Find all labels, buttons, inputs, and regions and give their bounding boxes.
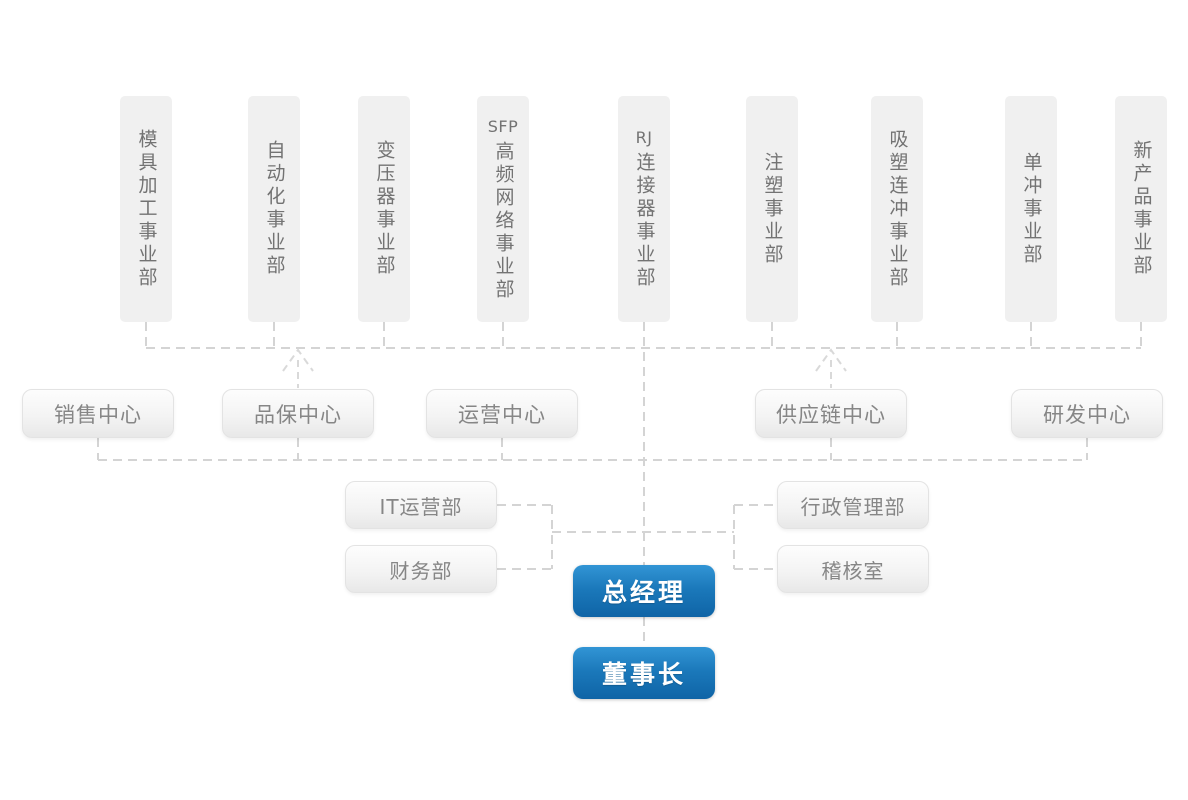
unit-label: 新产品事业部 — [1130, 140, 1153, 278]
dept-finance: 财务部 — [345, 545, 497, 593]
unit-label: 注塑事业部 — [761, 151, 784, 267]
unit-automation: 自动化事业部 — [248, 96, 300, 322]
unit-label: 自动化事业部 — [263, 140, 286, 278]
center-label: 销售中心 — [54, 402, 142, 427]
dept-label: 稽核室 — [821, 558, 885, 583]
unit-label: 连接器事业部 — [633, 152, 656, 290]
center-label: 研发中心 — [1043, 402, 1131, 427]
center-quality: 品保中心 — [222, 389, 374, 438]
unit-label: 变压器事业部 — [373, 140, 396, 278]
dept-label: IT运营部 — [379, 494, 463, 519]
center-operations: 运营中心 — [426, 389, 578, 438]
unit-single-punch: 单冲事业部 — [1005, 96, 1057, 322]
center-supply-chain: 供应链中心 — [755, 389, 907, 438]
center-rnd: 研发中心 — [1011, 389, 1163, 438]
dept-audit: 稽核室 — [777, 545, 929, 593]
up-arrow-supply-chain — [815, 348, 847, 388]
unit-label: 高频网络事业部 — [492, 140, 515, 302]
center-label: 品保中心 — [254, 402, 342, 427]
dept-label: 行政管理部 — [800, 494, 906, 519]
unit-label: 单冲事业部 — [1020, 151, 1043, 267]
unit-transformer: 变压器事业部 — [358, 96, 410, 322]
node-chairman: 董事长 — [573, 647, 715, 699]
unit-blister-punch: 吸塑连冲事业部 — [871, 96, 923, 322]
unit-injection-molding: 注塑事业部 — [746, 96, 798, 322]
general-manager-label: 总经理 — [601, 578, 686, 607]
unit-mold-processing: 模具加工事业部 — [120, 96, 172, 322]
unit-label-prefix: RJ — [635, 128, 653, 147]
unit-sfp-network: SFP 高频网络事业部 — [477, 96, 529, 322]
unit-label: 吸塑连冲事业部 — [886, 128, 909, 290]
center-label: 运营中心 — [458, 402, 546, 427]
unit-rj-connector: RJ 连接器事业部 — [618, 96, 670, 322]
dept-it-operations: IT运营部 — [345, 481, 497, 529]
node-general-manager: 总经理 — [573, 565, 715, 617]
unit-label-prefix: SFP — [487, 116, 519, 136]
up-arrow-quality — [282, 348, 314, 388]
unit-label: 模具加工事业部 — [135, 128, 158, 290]
unit-new-product: 新产品事业部 — [1115, 96, 1167, 322]
dept-admin: 行政管理部 — [777, 481, 929, 529]
center-label: 供应链中心 — [776, 402, 886, 427]
chairman-label: 董事长 — [601, 660, 686, 689]
center-sales: 销售中心 — [22, 389, 174, 438]
dept-label: 财务部 — [389, 558, 453, 583]
